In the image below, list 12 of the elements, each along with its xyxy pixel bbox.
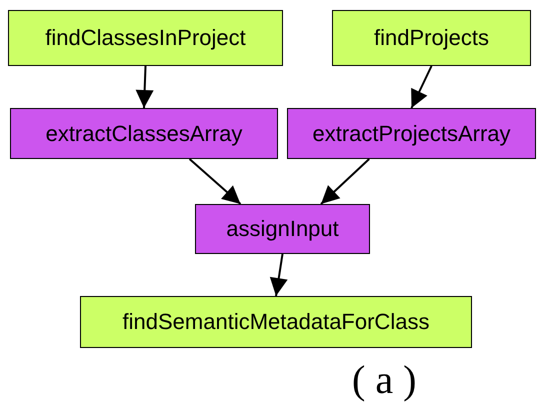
arrow	[136, 66, 154, 108]
arrow	[320, 158, 370, 205]
process-box: assignInput	[195, 204, 370, 254]
arrow	[270, 254, 288, 296]
arrow	[410, 66, 432, 108]
process-box: findSemanticMetadataForClass	[80, 296, 472, 348]
process-box: findClassesInProject	[8, 10, 283, 66]
process-box: extractProjectsArray	[287, 108, 536, 159]
process-box: findProjects	[332, 10, 531, 66]
process-box: extractClassesArray	[10, 108, 278, 159]
arrow	[188, 158, 242, 205]
subfigure-label: ( a )	[352, 356, 416, 403]
